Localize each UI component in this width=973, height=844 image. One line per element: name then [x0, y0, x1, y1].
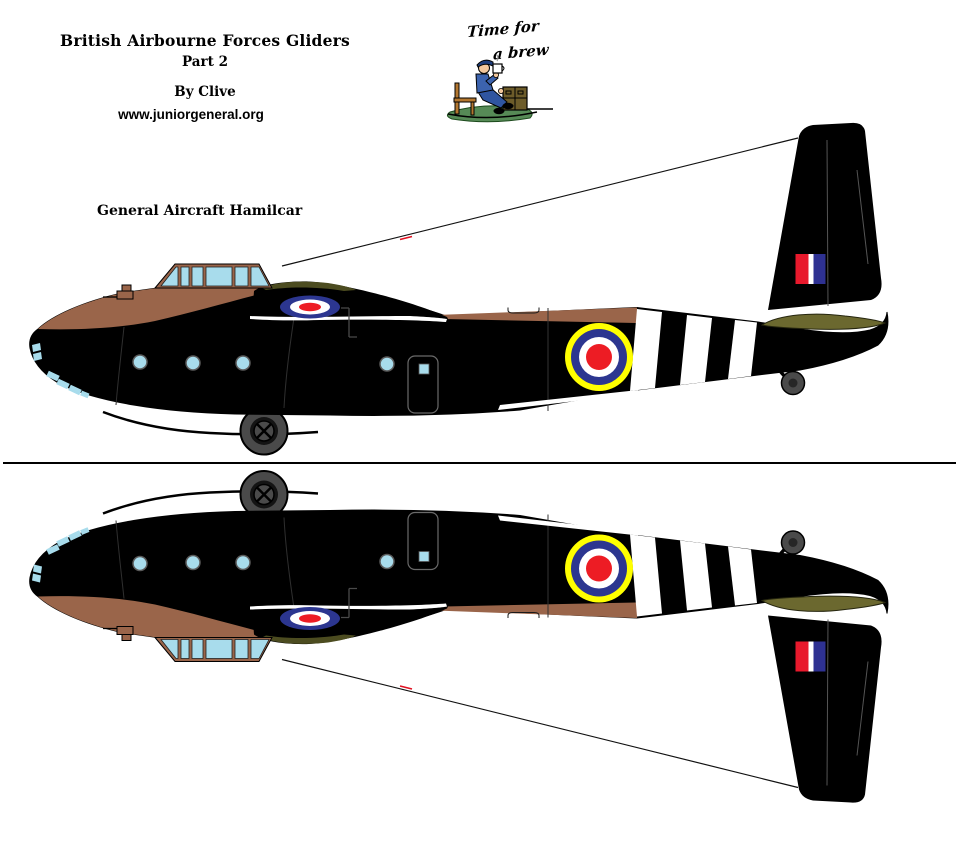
mug-handle: [501, 65, 505, 72]
chair-seat: [453, 97, 477, 103]
wooden-chair: [453, 82, 477, 116]
soldier-boot: [493, 107, 505, 115]
author-byline: By Clive: [174, 84, 236, 100]
glider-bottom-mirrored: [27, 469, 890, 805]
crate-handle: [505, 90, 512, 95]
mug: [492, 63, 503, 74]
soldier-hand: [498, 88, 505, 95]
page-title: British Airbourne Forces Gliders: [60, 31, 350, 50]
crate-slats: [503, 87, 527, 110]
steam: [496, 54, 499, 62]
page-subtitle: Part 2: [182, 54, 228, 70]
glider-top: [27, 121, 890, 457]
chair-leg: [470, 101, 475, 116]
tea-mug-icon: [492, 54, 505, 74]
ground-line: [447, 108, 553, 119]
seated-soldier: [475, 54, 514, 115]
crate-handle: [517, 90, 524, 95]
site-url: www.juniorgeneral.org: [118, 107, 264, 122]
aircraft-label: General Aircraft Hamilcar: [97, 203, 303, 219]
fold-divider-line: [3, 462, 956, 464]
tea-break-cartoon: [446, 54, 553, 123]
soldier-boot: [502, 102, 514, 110]
